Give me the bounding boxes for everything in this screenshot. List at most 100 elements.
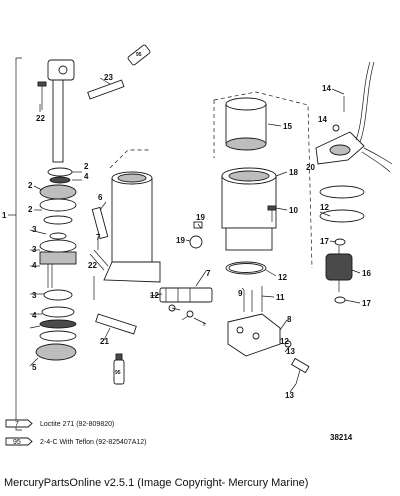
valve-body	[159, 287, 213, 303]
legend: 7 Loctite 271 (92-809820) 95 2-4-C With …	[5, 419, 146, 446]
armature-16	[325, 253, 353, 281]
label-12b: 12	[320, 203, 329, 212]
cylinder-mount	[103, 261, 161, 283]
pin-21-group	[95, 313, 137, 385]
reservoir-base	[225, 227, 273, 251]
pump-port-b	[252, 332, 260, 340]
grease-tube	[127, 44, 151, 66]
label-4b: 4	[32, 261, 37, 270]
legend-text-1: Loctite 271 (92-809820)	[40, 421, 114, 428]
o-ring-lower	[39, 319, 77, 329]
label-3b: 3	[32, 245, 37, 254]
screw-22	[37, 81, 47, 87]
label-8: 8	[287, 315, 292, 324]
label-14a: 14	[322, 84, 331, 93]
tube-cap	[115, 353, 123, 361]
copyright-footer: MercuryPartsOnline v2.5.1 (Image Copyrig…	[4, 477, 309, 489]
fitting-19	[189, 235, 203, 249]
legend-tube-icon-2	[5, 437, 33, 446]
label-13b: 13	[285, 391, 294, 400]
label-95b: 95	[115, 370, 121, 376]
label-22b: 22	[88, 261, 97, 270]
label-23: 23	[104, 73, 113, 82]
pump-motor-group	[213, 61, 393, 385]
label-3a: 3	[32, 225, 37, 234]
label-22a: 22	[36, 114, 45, 123]
label-2b: 2	[28, 181, 33, 190]
seal-lower	[41, 306, 75, 318]
label-3c: 3	[32, 291, 37, 300]
fitting-13b	[290, 357, 310, 374]
label-2c: 2	[28, 205, 33, 214]
cylinder-group	[89, 149, 161, 300]
pump-port-a	[236, 326, 244, 334]
o-ring-12-right-b	[319, 209, 365, 223]
legend-tube-icon-1	[5, 419, 33, 428]
plug-19	[193, 221, 203, 229]
screw-14-upper	[332, 124, 340, 132]
sleeve-top	[225, 97, 267, 111]
seal-ring	[47, 167, 73, 177]
screw-10-head	[267, 205, 277, 211]
end-cap	[35, 343, 77, 361]
diagram-reference-number: 38214	[330, 433, 353, 442]
label-1: 1	[2, 211, 7, 220]
leader-lines	[29, 77, 361, 393]
label-6: 6	[98, 193, 103, 202]
sleeve-bottom	[225, 137, 267, 151]
label-4c: 4	[32, 311, 37, 320]
o-ring-small	[43, 215, 73, 225]
piston	[39, 251, 77, 265]
label-13a: 13	[286, 347, 295, 356]
label-10: 10	[289, 206, 298, 215]
o-ring-12-right-a	[319, 185, 365, 199]
pin-23-group	[87, 44, 151, 100]
label-17a: 17	[320, 237, 329, 246]
label-19a: 19	[196, 213, 205, 222]
reservoir-opening	[228, 170, 270, 182]
o-ring-12-inner	[228, 263, 264, 273]
rod-end-bore	[58, 65, 68, 75]
label-11: 11	[276, 293, 285, 302]
legend-num-1: 7	[15, 421, 19, 428]
valve-group	[159, 221, 213, 325]
parts-diagram: 1 2 2 2 3 3 3 4 4 4 5 6 7 7 8 9 10 11 12…	[2, 44, 393, 446]
washer-ring	[39, 198, 77, 212]
ball-13	[186, 310, 194, 318]
washer-17-a	[334, 238, 346, 246]
cylinder-bore	[117, 173, 147, 183]
cap	[39, 184, 77, 200]
label-7b: 7	[206, 269, 211, 278]
pivot-pin	[87, 79, 125, 100]
label-7a: 7	[96, 233, 101, 242]
label-9: 9	[238, 289, 243, 298]
piston-ring	[39, 239, 77, 253]
label-12c: 12	[150, 291, 159, 300]
label-18: 18	[289, 168, 298, 177]
legend-text-2: 2-4-C With Teflon (92-825407A12)	[40, 439, 146, 446]
o-ring	[49, 176, 71, 184]
label-15: 15	[283, 122, 292, 131]
label-19b: 19	[176, 236, 185, 245]
label-12a: 12	[278, 273, 287, 282]
piston-rod	[52, 79, 64, 163]
label-14b: 14	[318, 115, 327, 124]
seal-bottom	[39, 330, 77, 342]
legend-num-2: 95	[13, 439, 21, 446]
part-labels: 1 2 2 2 3 3 3 4 4 4 5 6 7 7 8 9 10 11 12…	[2, 52, 371, 400]
check-ball	[49, 232, 67, 240]
fitting-13	[284, 340, 292, 348]
piston-assembly-group	[8, 57, 77, 431]
reservoir-18	[221, 175, 277, 229]
label-2a: 2	[84, 162, 89, 171]
tube-6	[91, 206, 109, 240]
label-16: 16	[362, 269, 371, 278]
label-20: 20	[306, 163, 315, 172]
end-cap-center	[329, 144, 351, 156]
plate	[43, 289, 73, 301]
label-21: 21	[100, 337, 109, 346]
label-95a: 95	[136, 52, 142, 58]
label-5: 5	[32, 363, 37, 372]
pin-21	[95, 313, 137, 335]
label-17b: 17	[362, 299, 371, 308]
